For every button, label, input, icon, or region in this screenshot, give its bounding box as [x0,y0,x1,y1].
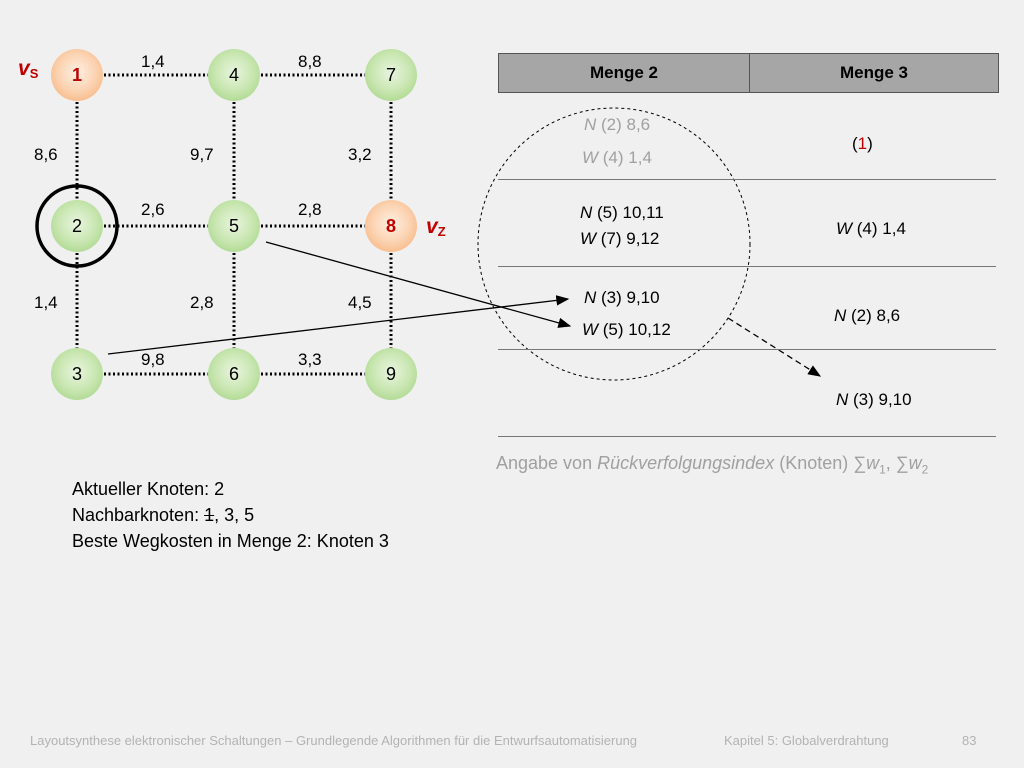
menge3-header: Menge 3 [749,53,999,93]
current-node-text: Aktueller Knoten: 2 [72,479,225,499]
neighbor-nodes-text: Nachbarknoten: 1, 3, 5 [72,505,255,525]
node-8: 8 [365,200,417,252]
edge-weight-1-4: 1,4 [141,52,165,71]
edge-weight-7-8: 3,2 [348,145,372,164]
node-6: 6 [208,348,260,400]
edge-weight-4-7: 8,8 [298,52,322,71]
footer-page-number: 83 [962,733,977,748]
node-1: 1 [51,49,103,101]
node-2: 2 [51,200,103,252]
arrow-5-to-menge2 [265,241,572,328]
edge-weight-3-6: 9,8 [141,350,165,369]
edge-weight-2-3: 1,4 [34,293,58,312]
menge2-row3-n: N (3) 9,10 [584,288,660,307]
arrow-menge2-to-menge3 [727,317,822,377]
row-separator [498,179,996,180]
info-block: Aktueller Knoten: 2 Nachbarknoten: 1, 3,… [72,476,389,554]
menge3-row4: N (3) 9,10 [836,390,912,409]
node-4: 4 [208,49,260,101]
node-7: 7 [365,49,417,101]
edge-weight-8-9: 4,5 [348,293,372,312]
menge3-row2: W (4) 1,4 [836,219,906,238]
source-label: vS [18,57,39,81]
edge-weight-2-5: 2,6 [141,200,165,219]
edge-weight-5-8: 2,8 [298,200,322,219]
edge-weight-5-6: 2,8 [190,293,214,312]
menge2-header: Menge 2 [498,53,749,93]
current-node-ring [35,184,119,268]
node-9: 9 [365,348,417,400]
menge2-highlight-circle [477,107,751,381]
arrow-3-to-menge2 [107,295,570,355]
row-separator [498,349,996,350]
node-3: 3 [51,348,103,400]
edge-weight-4-5: 9,7 [190,145,214,164]
node-5: 5 [208,200,260,252]
footer-chapter: Kapitel 5: Globalverdrahtung [724,733,889,748]
edge-weight-6-9: 3,3 [298,350,322,369]
row-separator [498,436,996,437]
row-separator [498,266,996,267]
menge2-row3-w: W (5) 10,12 [582,320,671,339]
best-cost-text: Beste Wegkosten in Menge 2: Knoten 3 [72,531,389,551]
menge3-row3: N (2) 8,6 [834,306,901,325]
edge-weight-1-2: 8,6 [34,145,58,164]
target-label: vZ [426,215,446,239]
menge2-row1-n: N (2) 8,6 [584,115,651,134]
menge2-row2-n: N (5) 10,11 [580,203,664,222]
footer-title: Layoutsynthese elektronischer Schaltunge… [30,733,638,748]
backtrace-annotation: Angabe von Rückverfolgungsindex (Knoten)… [496,453,929,477]
menge2-row1-w: W (4) 1,4 [582,148,652,167]
menge2-row2-w: W (7) 9,12 [580,229,660,248]
selection-circles [35,107,751,381]
arrows [107,241,822,377]
menge3-row1: (1) [852,134,873,153]
